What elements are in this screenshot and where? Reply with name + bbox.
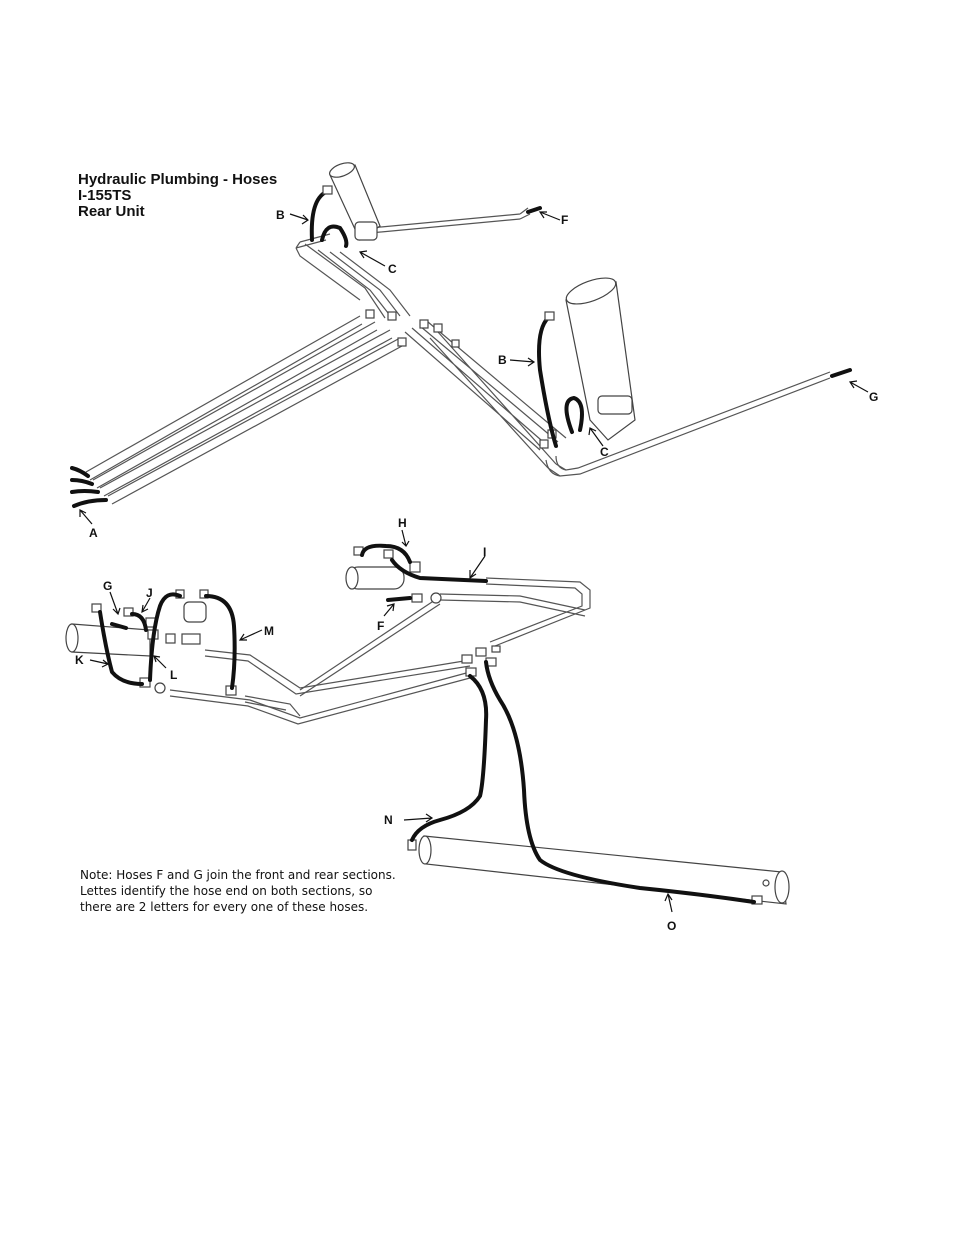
label-f-lower: F bbox=[377, 619, 384, 633]
label-m: M bbox=[264, 624, 274, 638]
rear-unit-tubing bbox=[86, 208, 830, 504]
label-b-mid: B bbox=[498, 353, 507, 367]
label-j: J bbox=[146, 586, 153, 600]
label-b-top: B bbox=[276, 208, 285, 222]
diagram-note: Note: Hoses F and G join the front and r… bbox=[80, 867, 396, 915]
label-k: K bbox=[75, 653, 84, 667]
hose-i bbox=[392, 560, 486, 581]
hose-m bbox=[206, 596, 235, 688]
note-line-2: Lettes identify the hose end on both sec… bbox=[80, 883, 396, 899]
right-cylinder bbox=[563, 273, 635, 440]
label-g-top: G bbox=[869, 390, 878, 404]
label-a: A bbox=[89, 526, 98, 540]
label-n: N bbox=[384, 813, 393, 827]
label-c-mid: C bbox=[600, 445, 609, 459]
hose-c-mid bbox=[566, 398, 582, 432]
label-c-top: C bbox=[388, 262, 397, 276]
label-l: L bbox=[170, 668, 177, 682]
label-h: H bbox=[398, 516, 407, 530]
label-o: O bbox=[667, 919, 676, 933]
hose-labels: B C F B C G A H I F G J K L M N O bbox=[75, 208, 878, 933]
hose-f-top bbox=[528, 208, 540, 212]
hose-j bbox=[132, 614, 146, 630]
label-g-lower: G bbox=[103, 579, 112, 593]
rear-arrows bbox=[80, 212, 868, 524]
hose-g-top bbox=[832, 370, 850, 376]
label-i: I bbox=[483, 545, 486, 559]
label-f-top: F bbox=[561, 213, 568, 227]
hose-n bbox=[412, 676, 486, 840]
hose-f-lower bbox=[388, 598, 410, 600]
note-line-3: there are 2 letters for every one of the… bbox=[80, 899, 396, 915]
hose-c-top bbox=[322, 227, 346, 247]
bottom-long-cylinder bbox=[408, 836, 789, 904]
note-line-1: Note: Hoses F and G join the front and r… bbox=[80, 867, 396, 883]
